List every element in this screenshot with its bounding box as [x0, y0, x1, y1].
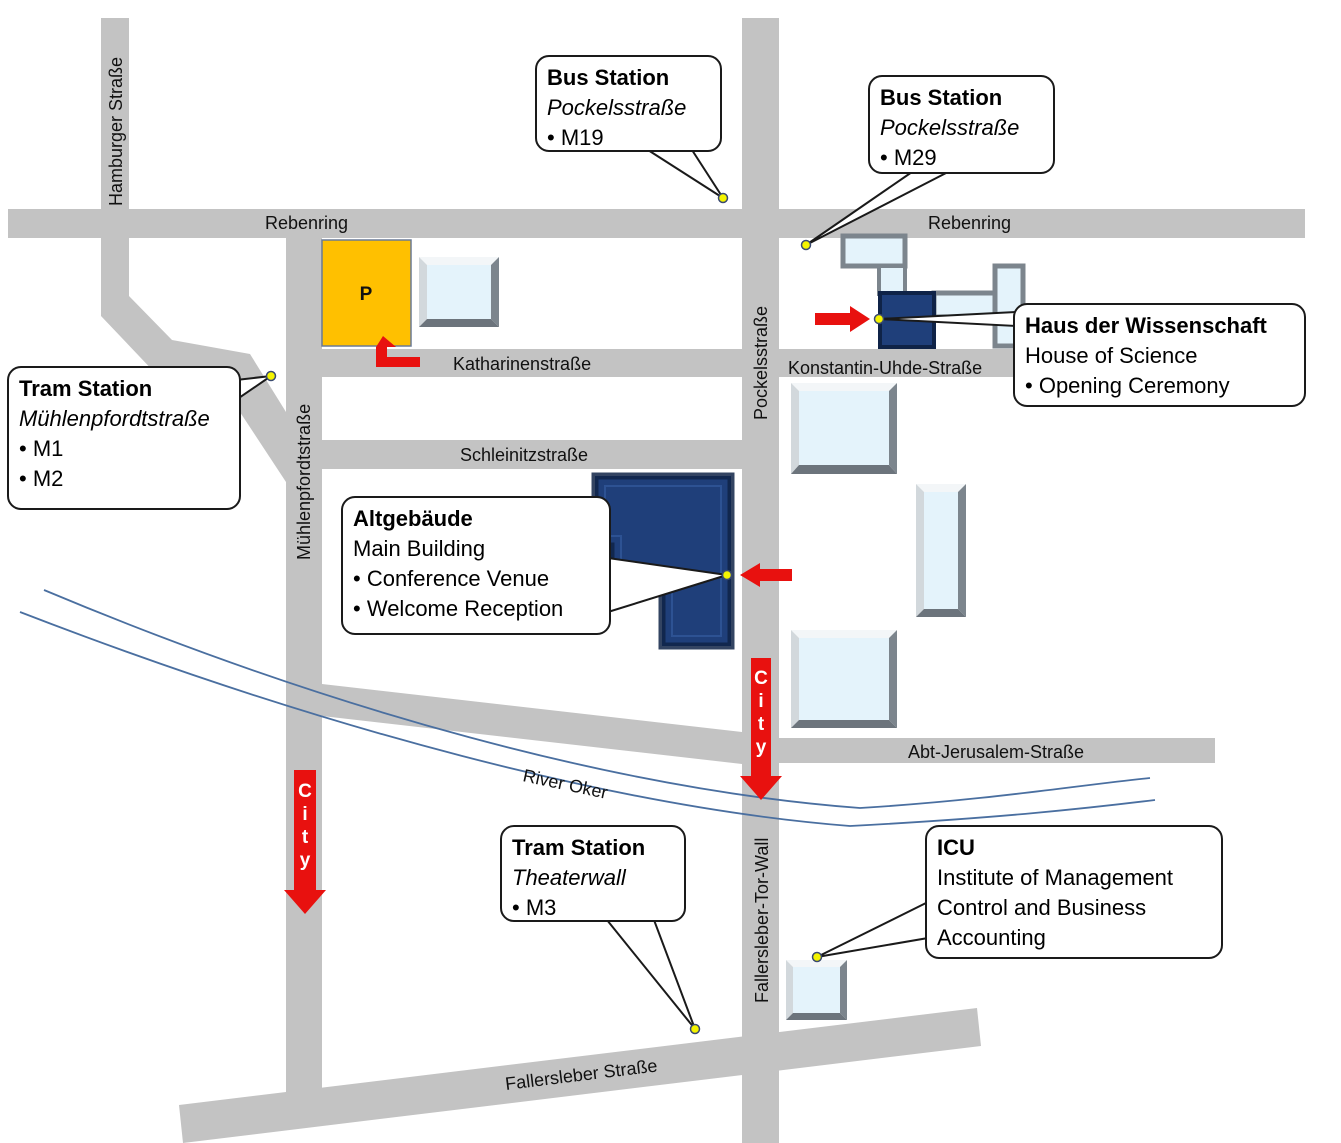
callout-item: M29 — [880, 143, 1043, 173]
city-letter: t — [301, 827, 309, 848]
marker-bus-m29 — [800, 239, 812, 251]
callout-subtitle: Mühlenpfordtstraße — [19, 406, 210, 431]
marker-icu — [811, 951, 823, 963]
callout-item: M19 — [547, 123, 710, 153]
callout-line: Control and Business — [937, 895, 1147, 920]
callout-title: ICU — [937, 835, 975, 860]
building-haus-complex — [840, 233, 1026, 349]
street-rebenring-left: Rebenring — [265, 213, 348, 233]
city-letter: C — [754, 668, 768, 689]
callout-title: Tram Station — [19, 376, 153, 401]
callout-title: Altgebäude — [353, 506, 473, 531]
callout-bus-station-m29: Bus Station Pockelsstraße M29 — [868, 75, 1055, 174]
building-icu — [786, 960, 847, 1020]
arrow-parking-entrance — [376, 336, 420, 367]
street-schleinitz: Schleinitzstraße — [460, 445, 588, 465]
callout-item: M1 — [19, 434, 229, 464]
callout-title: Haus der Wissenschaft — [1025, 313, 1267, 338]
callout-altgebaeude: Altgebäude Main Building Conference Venu… — [341, 496, 611, 635]
parking-label: P — [360, 284, 373, 305]
street-pockels: Pockelsstraße — [751, 306, 771, 420]
callout-title: Bus Station — [880, 85, 1003, 110]
marker-altgebaeude — [721, 569, 733, 581]
city-letter: i — [302, 804, 308, 825]
street-hamburger: Hamburger Straße — [106, 57, 126, 206]
city-letter: y — [299, 850, 311, 871]
city-letter: y — [755, 737, 767, 758]
callout-haus-der-wissenschaft: Haus der Wissenschaft House of Science O… — [1013, 303, 1306, 407]
river-label: River Oker — [521, 765, 609, 802]
street-muehlenpfordt: Mühlenpfordtstraße — [294, 404, 314, 560]
road-hamburger — [101, 18, 129, 209]
callout-line: Accounting — [937, 925, 1046, 950]
building-near-parking — [419, 257, 499, 327]
road-fallersleber — [179, 1008, 981, 1143]
building-pockels-1 — [791, 383, 897, 474]
arrow-city-muehlen — [284, 770, 326, 914]
arrow-haus-entrance — [815, 306, 870, 332]
street-abt-jerusalem: Abt-Jerusalem-Straße — [908, 742, 1084, 762]
callout-item: Opening Ceremony — [1025, 371, 1294, 401]
callout-subtitle: House of Science — [1025, 343, 1198, 368]
road-abt-jerusalem — [779, 738, 1215, 763]
station-markers — [265, 192, 885, 1035]
callout-subtitle: Pockelsstraße — [547, 95, 687, 120]
building-tall — [916, 484, 966, 617]
callout-tram-station-theaterwall: Tram Station Theaterwall M3 — [500, 825, 686, 922]
callout-line: Institute of Management — [937, 865, 1174, 890]
entrance-arrows — [284, 306, 870, 914]
parking-lot — [321, 239, 412, 347]
callout-item: M3 — [512, 893, 674, 923]
marker-bus-m19 — [717, 192, 729, 204]
city-letter: C — [298, 781, 312, 802]
callout-bus-station-m19: Bus Station Pockelsstraße M19 — [535, 55, 722, 152]
road-muehlenpfordt — [286, 238, 322, 1093]
arrow-altgebaeude-entrance — [740, 563, 792, 587]
callout-title: Bus Station — [547, 65, 670, 90]
city-letter: i — [758, 691, 764, 712]
street-rebenring-right: Rebenring — [928, 213, 1011, 233]
callout-subtitle: Theaterwall — [512, 865, 626, 890]
callout-item: Welcome Reception — [353, 594, 599, 624]
callout-item: Conference Venue — [353, 564, 599, 594]
roads — [8, 18, 1305, 1143]
callout-icu: ICU Institute of Management Control and … — [925, 825, 1223, 959]
marker-haus — [873, 313, 885, 325]
building-pockels-2 — [791, 630, 897, 728]
street-konstantin: Konstantin-Uhde-Straße — [788, 358, 982, 378]
callout-title: Tram Station — [512, 835, 646, 860]
marker-tram-muehlen — [265, 370, 277, 382]
city-letter: t — [757, 714, 765, 735]
city-label-pockels: C i t y — [750, 667, 772, 759]
arrow-city-pockels — [740, 658, 782, 800]
road-angled — [322, 684, 742, 764]
river-oker — [19, 589, 1156, 827]
city-label-muehlen: C i t y — [294, 780, 316, 872]
callout-tram-station-muehlenpfordtstrasse: Tram Station Mühlenpfordtstraße M1 M2 — [7, 366, 241, 510]
marker-tram-theater — [689, 1023, 701, 1035]
street-katharinen: Katharinenstraße — [453, 354, 591, 374]
road-schleinitz — [322, 440, 742, 469]
road-rebenring — [8, 209, 1305, 238]
road-konstantin — [779, 349, 1015, 377]
callout-item: M2 — [19, 464, 229, 494]
callout-subtitle: Main Building — [353, 536, 486, 561]
light-buildings — [419, 233, 1026, 1020]
street-fallersleber-tor: Fallersleber-Tor-Wall — [752, 838, 772, 1003]
callout-subtitle: Pockelsstraße — [880, 115, 1020, 140]
